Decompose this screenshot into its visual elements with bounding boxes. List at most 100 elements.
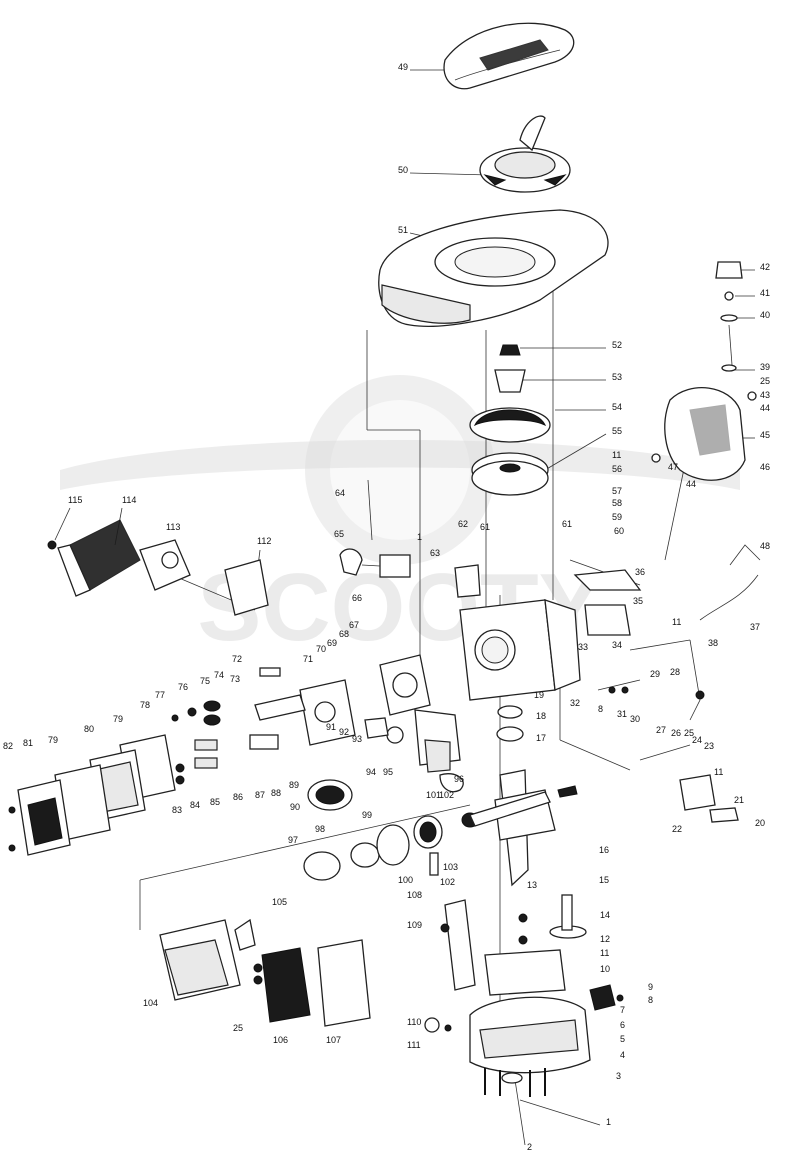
part-label-73: 73: [230, 674, 240, 684]
part-label-25: 25: [760, 376, 770, 386]
part-label-25: 25: [684, 728, 694, 738]
part-label-92: 92: [339, 727, 349, 737]
part-label-30: 30: [630, 714, 640, 724]
part-label-2: 2: [527, 1142, 532, 1152]
part-label-18: 18: [536, 711, 546, 721]
part-label-35: 35: [633, 596, 643, 606]
fan-housing-part: [378, 209, 609, 327]
part-label-27: 27: [656, 725, 666, 735]
part-label-76: 76: [178, 682, 188, 692]
part-label-82: 82: [3, 741, 13, 751]
part-label-58: 58: [612, 498, 622, 508]
part-label-64: 64: [335, 488, 345, 498]
part-label-39: 39: [760, 362, 770, 372]
part-label-109: 109: [407, 920, 422, 930]
part-label-29: 29: [650, 669, 660, 679]
crankshaft-part: [461, 705, 578, 887]
crankcase-cover-assembly: [424, 894, 624, 1097]
valve-parts: [171, 667, 281, 785]
part-label-41: 41: [760, 288, 770, 298]
part-label-87: 87: [255, 790, 265, 800]
part-label-31: 31: [617, 709, 627, 719]
part-label-71: 71: [303, 654, 313, 664]
part-label-24: 24: [692, 735, 702, 745]
rocker-cover-assembly: [8, 734, 176, 856]
part-label-8: 8: [648, 995, 653, 1005]
part-label-90: 90: [290, 802, 300, 812]
part-label-91: 91: [326, 722, 336, 732]
part-label-34: 34: [612, 640, 622, 650]
part-label-67: 67: [349, 620, 359, 630]
part-label-103: 103: [443, 862, 458, 872]
part-label-61: 61: [480, 522, 490, 532]
part-label-21: 21: [734, 795, 744, 805]
part-label-1: 1: [606, 1117, 611, 1127]
part-label-46: 46: [760, 462, 770, 472]
part-label-108: 108: [407, 890, 422, 900]
fuel-tank-assembly: [651, 261, 757, 481]
part-label-65: 65: [334, 529, 344, 539]
part-label-110: 110: [407, 1017, 421, 1027]
part-label-12: 12: [600, 934, 610, 944]
part-label-13: 13: [527, 880, 537, 890]
part-label-89: 89: [289, 780, 299, 790]
part-label-100: 100: [398, 875, 413, 885]
part-label-74: 74: [214, 670, 224, 680]
part-label-20: 20: [755, 818, 765, 828]
air-filter-assembly: [159, 918, 371, 1027]
part-label-8: 8: [598, 704, 603, 714]
part-label-48: 48: [760, 541, 770, 551]
part-label-85: 85: [210, 797, 220, 807]
part-label-11: 11: [612, 450, 621, 460]
part-label-56: 56: [612, 464, 622, 474]
part-label-1: 1: [417, 532, 422, 542]
part-label-38: 38: [708, 638, 718, 648]
part-label-98: 98: [315, 824, 325, 834]
ignition-coil-part: [339, 479, 411, 578]
watermark: SCOOTY: [60, 375, 740, 661]
part-label-11: 11: [672, 617, 681, 627]
part-label-32: 32: [570, 698, 580, 708]
part-label-49: 49: [398, 62, 408, 72]
bolt-set: [484, 1068, 546, 1097]
part-label-52: 52: [612, 340, 622, 350]
part-label-45: 45: [760, 430, 770, 440]
part-label-5: 5: [620, 1034, 625, 1044]
cylinder-block-part: [454, 564, 581, 701]
part-label-88: 88: [271, 788, 281, 798]
part-label-80: 80: [84, 724, 94, 734]
part-label-75: 75: [200, 676, 210, 686]
part-label-17: 17: [536, 733, 546, 743]
part-label-78: 78: [140, 700, 150, 710]
part-label-59: 59: [612, 512, 622, 522]
part-label-22: 22: [672, 824, 682, 834]
part-label-15: 15: [599, 875, 609, 885]
part-label-7: 7: [620, 1005, 625, 1015]
muffler-assembly: [47, 519, 269, 616]
part-label-93: 93: [352, 734, 362, 744]
part-label-83: 83: [172, 805, 182, 815]
part-label-53: 53: [612, 372, 622, 382]
part-label-55: 55: [612, 426, 622, 436]
part-label-36: 36: [635, 567, 645, 577]
part-label-79: 79: [48, 735, 58, 745]
cylinder-head-part: [254, 654, 431, 746]
part-label-37: 37: [750, 622, 760, 632]
part-label-105: 105: [272, 897, 287, 907]
part-label-72: 72: [232, 654, 242, 664]
part-label-3: 3: [616, 1071, 621, 1081]
part-label-112: 112: [257, 536, 271, 546]
part-label-10: 10: [600, 964, 610, 974]
recoil-starter-part: [479, 115, 571, 193]
leader-lines: [54, 69, 755, 1146]
part-label-81: 81: [23, 738, 33, 748]
part-label-23: 23: [704, 741, 714, 751]
governor-linkage: [569, 544, 761, 823]
part-label-68: 68: [339, 629, 349, 639]
part-label-97: 97: [288, 835, 298, 845]
part-label-40: 40: [760, 310, 770, 320]
part-label-115: 115: [68, 495, 82, 505]
part-label-44: 44: [760, 403, 770, 413]
